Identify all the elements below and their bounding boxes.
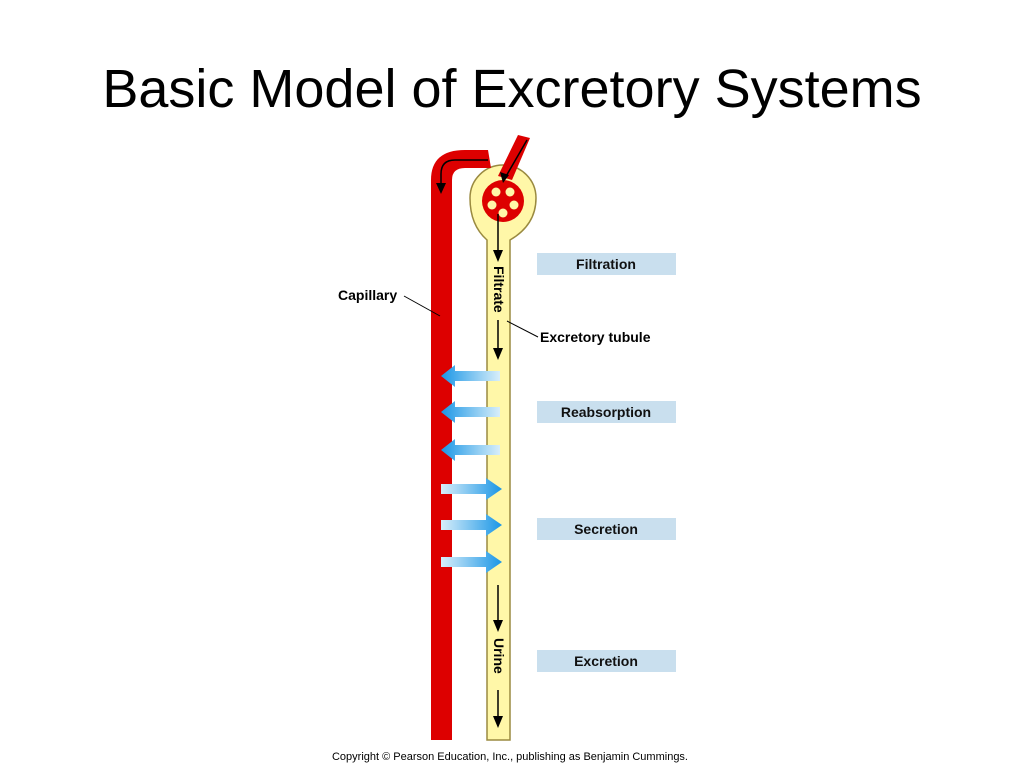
urine-arrowhead-bottom — [493, 716, 503, 728]
filtrate-label: Filtrate — [491, 266, 507, 313]
capillary-label: Capillary — [338, 287, 397, 303]
blood-outflow-arrowhead — [436, 183, 446, 194]
secretion-arrow-2 — [441, 514, 502, 536]
slide-title: Basic Model of Excretory Systems — [102, 59, 922, 119]
excretory-tubule-label: Excretory tubule — [540, 329, 651, 345]
filtrate-arrowhead-top — [493, 250, 503, 262]
filtration-label: Filtration — [576, 256, 636, 272]
capillary-leader-line — [403, 295, 441, 317]
reabsorption-arrow-2 — [441, 401, 500, 423]
filtrate-arrowhead-mid — [493, 348, 503, 360]
reabsorption-arrow-1 — [441, 365, 500, 387]
excretion-box: Excretion — [537, 650, 676, 672]
blood-inflow-arrow — [504, 139, 528, 179]
secretion-arrow-1 — [441, 478, 502, 500]
reabsorption-arrow-3 — [441, 439, 500, 461]
urine-arrowhead-top — [493, 620, 503, 632]
glomerulus — [482, 180, 524, 222]
blood-outflow-arrow — [440, 159, 488, 186]
filtration-box: Filtration — [537, 253, 676, 275]
copyright-notice: Copyright © Pearson Education, Inc., pub… — [332, 751, 688, 763]
blood-inflow-arrowhead — [500, 172, 509, 183]
excretion-label: Excretion — [574, 653, 638, 669]
tubule-leader-line — [506, 320, 539, 338]
reabsorption-box: Reabsorption — [537, 401, 676, 423]
capillary-vessel — [431, 150, 491, 740]
secretion-box: Secretion — [537, 518, 676, 540]
secretion-arrow-3 — [441, 551, 502, 573]
incoming-arteriole — [498, 135, 530, 180]
secretion-label: Secretion — [574, 521, 638, 537]
reabsorption-label: Reabsorption — [561, 404, 651, 420]
urine-label: Urine — [491, 638, 507, 674]
